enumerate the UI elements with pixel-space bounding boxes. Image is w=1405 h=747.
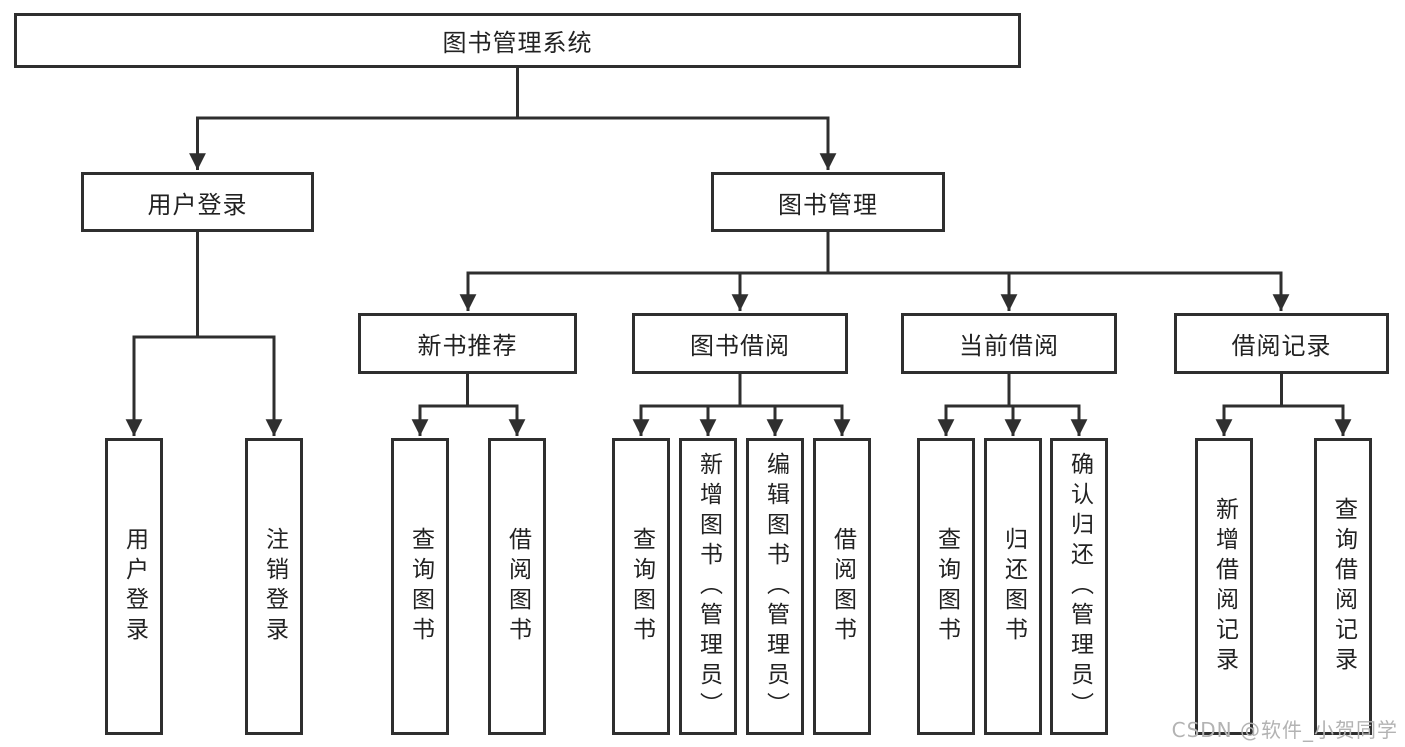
node-new-book-recommend-label: 新书推荐 xyxy=(417,332,518,360)
node-user-login-label: 用户登录 xyxy=(147,190,248,219)
leaf-query-books-recommend: 查询图书 xyxy=(391,438,449,735)
leaf-borrow-books-borrowing-label: 借阅图书 xyxy=(829,526,856,647)
leaf-query-books-recommend-label: 查询图书 xyxy=(407,526,434,647)
leaf-edit-books-admin-label: 编辑图书（管理员） xyxy=(762,451,789,722)
node-borrowing-records: 借阅记录 xyxy=(1174,313,1389,374)
node-root-system: 图书管理系统 xyxy=(14,13,1021,68)
node-book-borrowing: 图书借阅 xyxy=(632,313,848,374)
node-book-management: 图书管理 xyxy=(711,172,945,232)
node-current-borrowing-label: 当前借阅 xyxy=(959,332,1059,360)
csdn-watermark: CSDN @软件_小贺同学 xyxy=(1171,718,1398,742)
node-root-label: 图书管理系统 xyxy=(442,29,593,57)
leaf-query-books-borrowing: 查询图书 xyxy=(612,438,670,735)
leaf-add-books-admin: 新增图书（管理员） xyxy=(679,438,737,735)
leaf-add-borrow-record: 新增借阅记录 xyxy=(1195,438,1253,735)
leaf-borrow-books-borrowing: 借阅图书 xyxy=(813,438,871,735)
node-book-borrowing-label: 图书借阅 xyxy=(690,332,790,360)
node-new-book-recommend: 新书推荐 xyxy=(358,313,577,374)
leaf-user-login: 用户登录 xyxy=(105,438,163,735)
leaf-logout-label: 注销登录 xyxy=(261,526,288,647)
node-borrowing-records-label: 借阅记录 xyxy=(1231,332,1332,360)
leaf-add-books-admin-label: 新增图书（管理员） xyxy=(695,451,722,722)
node-user-login: 用户登录 xyxy=(81,172,314,232)
leaf-edit-books-admin: 编辑图书（管理员） xyxy=(746,438,804,735)
leaf-query-borrow-record: 查询借阅记录 xyxy=(1314,438,1372,735)
leaf-query-borrow-record-label: 查询借阅记录 xyxy=(1330,496,1357,677)
leaf-return-books: 归还图书 xyxy=(984,438,1042,735)
leaf-borrow-books-recommend-label: 借阅图书 xyxy=(504,526,531,647)
leaf-return-books-label: 归还图书 xyxy=(1000,526,1027,647)
leaf-query-books-current: 查询图书 xyxy=(917,438,975,735)
leaf-logout: 注销登录 xyxy=(245,438,303,735)
leaf-confirm-return-admin-label: 确认归还（管理员） xyxy=(1066,451,1093,722)
leaf-query-books-borrowing-label: 查询图书 xyxy=(628,526,655,647)
node-book-management-label: 图书管理 xyxy=(778,190,878,219)
leaf-confirm-return-admin: 确认归还（管理员） xyxy=(1050,438,1108,735)
leaf-add-borrow-record-label: 新增借阅记录 xyxy=(1211,496,1238,677)
node-current-borrowing: 当前借阅 xyxy=(901,313,1117,374)
leaf-query-books-current-label: 查询图书 xyxy=(933,526,960,647)
leaf-borrow-books-recommend: 借阅图书 xyxy=(488,438,546,735)
leaf-user-login-label: 用户登录 xyxy=(121,526,148,647)
